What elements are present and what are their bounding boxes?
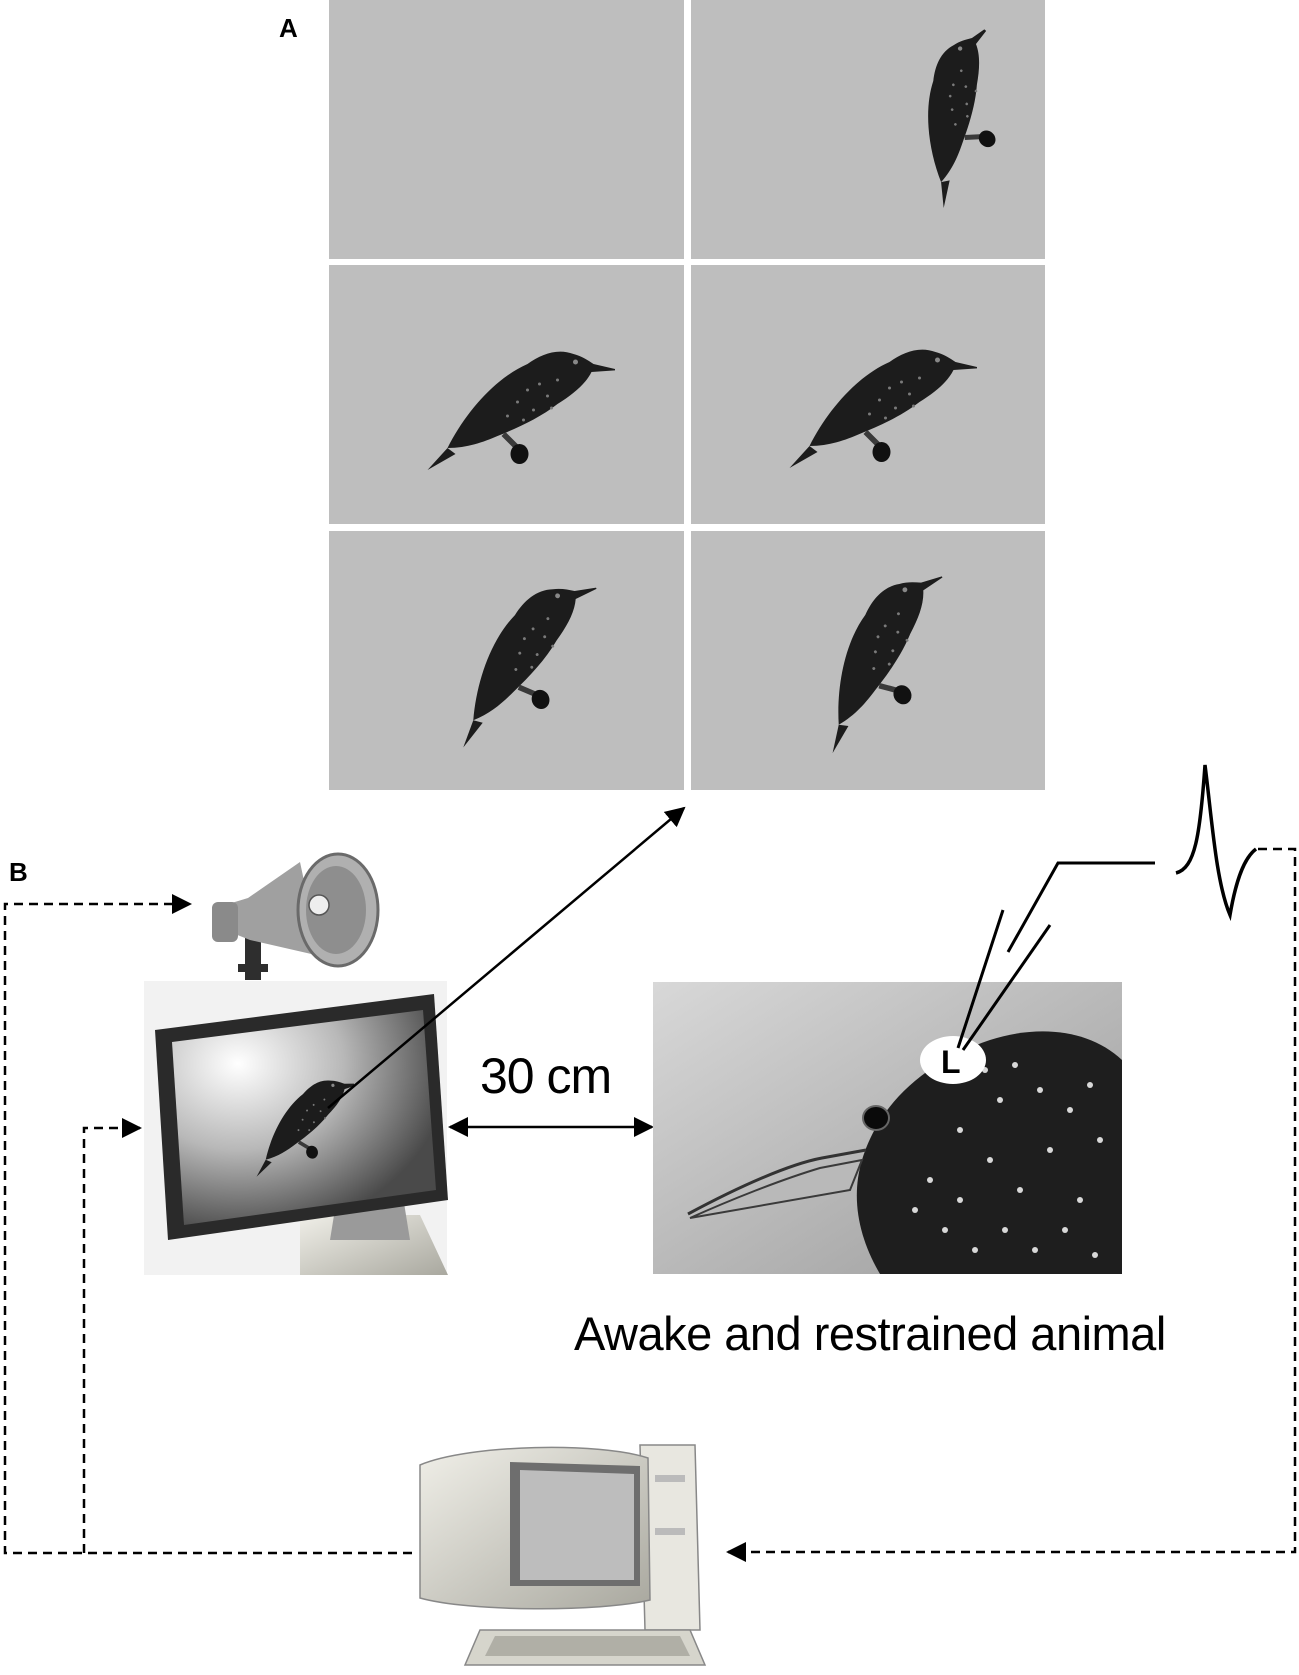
action-potential-waveform-icon [1175,764,1258,922]
stimulus-link-arrow [327,806,686,1109]
hemisphere-label: L [941,1044,961,1080]
stimulus-blank [329,0,684,259]
recording-electrode-icon [956,861,1155,1051]
distance-label: 30 cm [480,1048,612,1104]
setup-caption: Awake and restrained animal [574,1307,1166,1360]
recording-site [920,1036,986,1084]
panel-label-b: B [9,857,28,887]
loudspeaker-horn-icon [212,852,380,980]
control-loop [3,847,1297,1562]
display-monitor-icon [144,981,448,1275]
desktop-computer-icon [419,1444,707,1666]
stimulus-1 [691,0,1045,259]
stimulus-grid [328,0,1057,790]
panel-label-a: A [279,13,298,43]
starling-head-photo [653,982,1122,1274]
